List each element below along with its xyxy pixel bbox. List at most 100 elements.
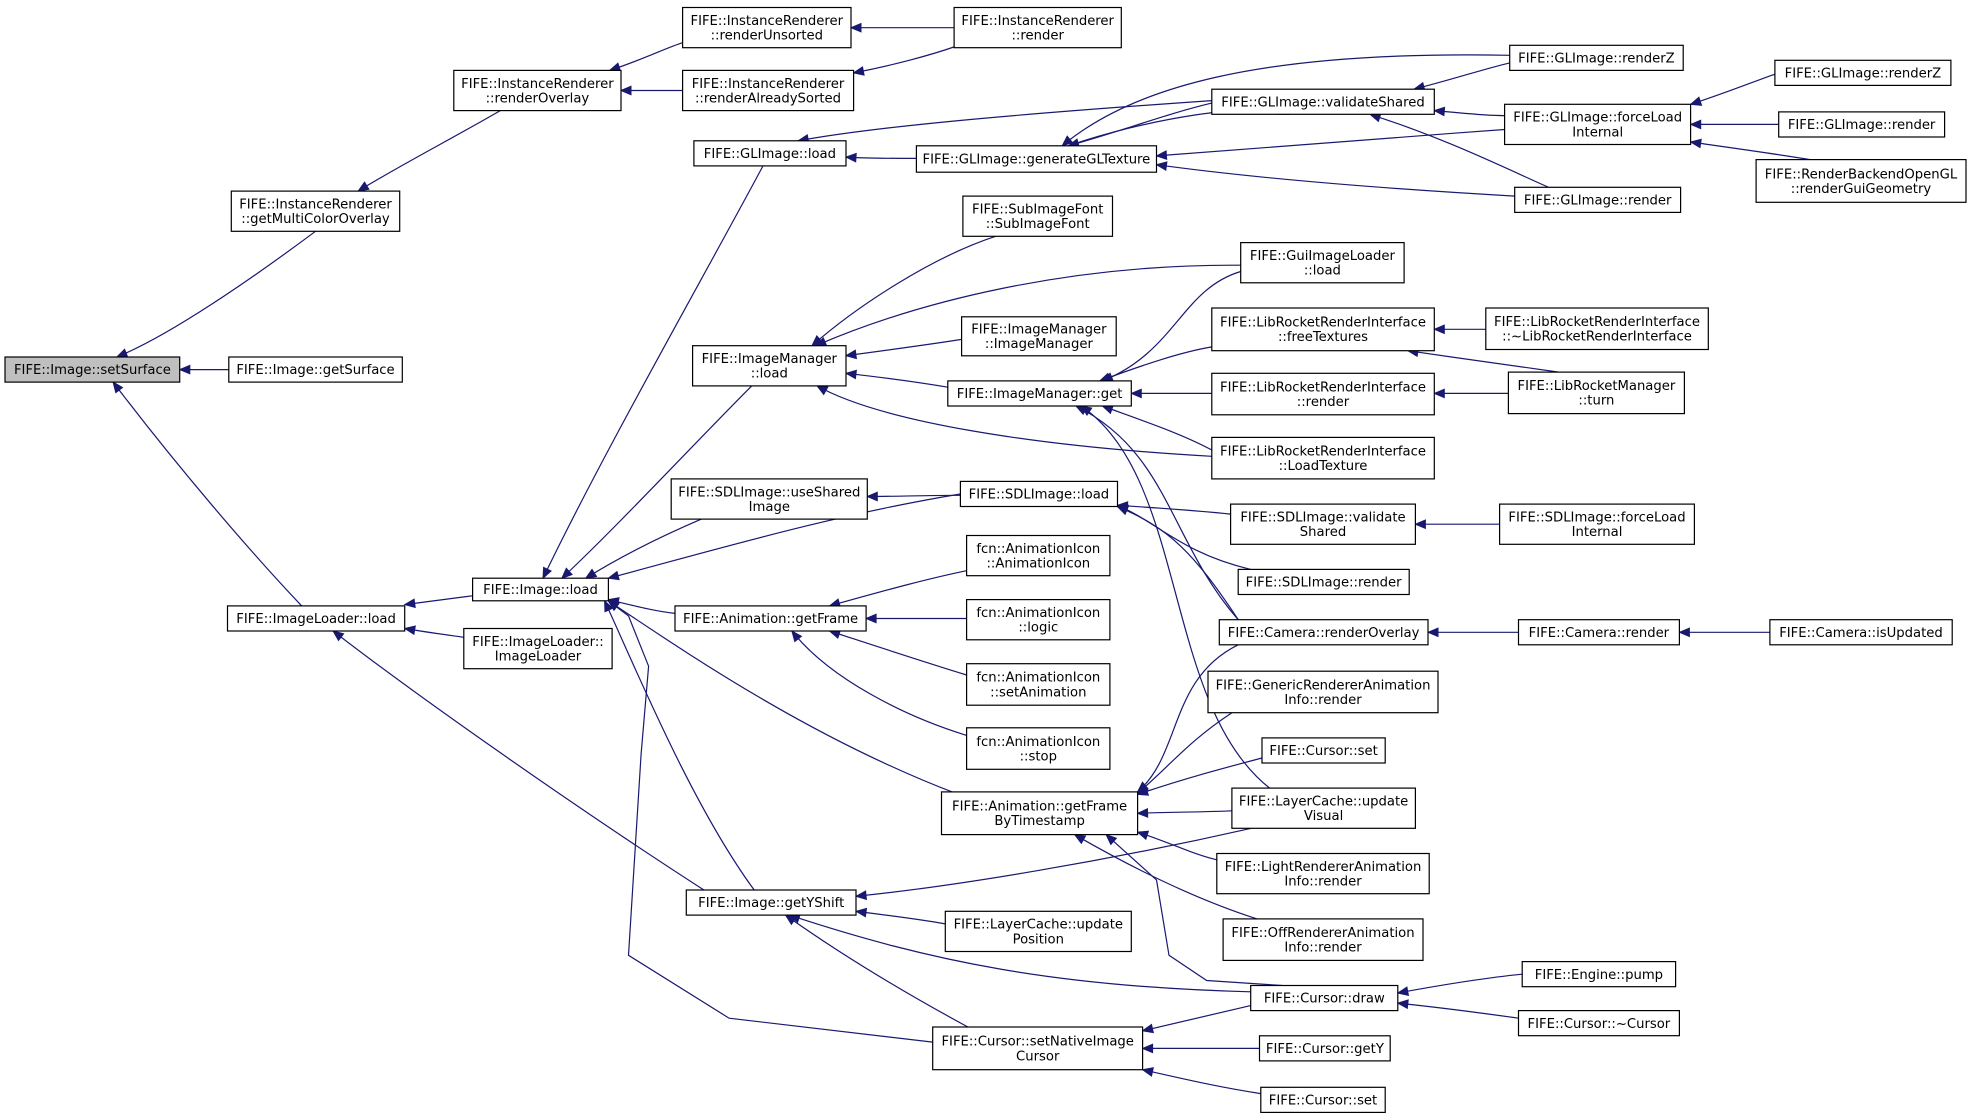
- node-label: ::renderGuiGeometry: [1791, 182, 1932, 197]
- node-Animation-getFrame[interactable]: FIFE::Animation::getFrame: [674, 605, 867, 632]
- node-box: [1207, 670, 1439, 714]
- node-box: [1774, 59, 1952, 86]
- edge-line: [816, 385, 1212, 457]
- node-label: Image: [749, 500, 790, 515]
- node-Cursor-getY[interactable]: FIFE::Cursor::getY: [1258, 1035, 1391, 1062]
- node-box: [1498, 503, 1695, 545]
- node-label: FIFE::LibRocketManager: [1517, 379, 1675, 394]
- node-AnimationIcon-logic[interactable]: fcn::AnimationIcon::logic: [965, 598, 1111, 641]
- node-label: FIFE::GLImage::load: [704, 147, 836, 162]
- node-label: ::render: [1297, 395, 1350, 410]
- node-ImageLoader-ctor[interactable]: FIFE::ImageLoader::ImageLoader: [463, 627, 613, 670]
- node-AnimationIcon-stop[interactable]: fcn::AnimationIcon::stop: [965, 727, 1111, 770]
- node-GLImage-render-2[interactable]: FIFE::GLImage::render: [1778, 111, 1946, 138]
- node-setSurface[interactable]: FIFE::Image::setSurface: [4, 356, 181, 383]
- node-Cursor-set-2[interactable]: FIFE::Cursor::set: [1260, 1086, 1386, 1114]
- node-Image-getYShift[interactable]: FIFE::Image::getYShift: [685, 889, 857, 916]
- node-GenericRendererAnimationInfo-render[interactable]: FIFE::GenericRendererAnimationInfo::rend…: [1207, 670, 1439, 714]
- node-RBOGL-renderGuiGeometry[interactable]: FIFE::RenderBackendOpenGL::renderGuiGeom…: [1755, 159, 1967, 203]
- node-label: FIFE::GLImage::render: [1524, 194, 1672, 209]
- arrowhead: [604, 599, 614, 613]
- edge-line: [1137, 712, 1233, 794]
- node-Cursor-dtor[interactable]: FIFE::Cursor::~Cursor: [1517, 1009, 1680, 1037]
- node-Engine-pump[interactable]: FIFE::Engine::pump: [1521, 960, 1677, 988]
- node-label: Info::render: [1284, 875, 1362, 890]
- node-label: FIFE::Cursor::~Cursor: [1528, 1017, 1671, 1032]
- node-label: Shared: [1300, 525, 1346, 540]
- node-AnimationIcon-ctor[interactable]: fcn::AnimationIcon::AnimationIcon: [965, 534, 1111, 577]
- node-Cursor-set-1[interactable]: FIFE::Cursor::set: [1261, 737, 1386, 764]
- node-GLImage-render-1[interactable]: FIFE::GLImage::render: [1514, 186, 1682, 214]
- node-LRRI-dtor[interactable]: FIFE::LibRocketRenderInterface::~LibRock…: [1485, 307, 1709, 351]
- node-getSurface[interactable]: FIFE::Image::getSurface: [228, 356, 403, 383]
- node-label: FIFE::GLImage::generateGLTexture: [923, 153, 1151, 168]
- node-label: FIFE::LayerCache::update: [1239, 795, 1408, 810]
- edge-line: [829, 570, 967, 607]
- node-box: [944, 910, 1132, 953]
- node-IR-renderUnsorted[interactable]: FIFE::InstanceRenderer::renderUnsorted: [681, 6, 852, 49]
- node-Camera-isUpdated[interactable]: FIFE::Camera::isUpdated: [1769, 619, 1953, 646]
- node-IR-renderAlreadySorted[interactable]: FIFE::InstanceRenderer::renderAlreadySor…: [681, 69, 855, 112]
- node-label: ::LoadTexture: [1279, 459, 1368, 474]
- call-edge-Cursor_getY-to-Cursor_setNativeImageCursor: [1141, 1043, 1260, 1054]
- node-GLImage-generateGLTexture[interactable]: FIFE::GLImage::generateGLTexture: [915, 145, 1158, 173]
- call-edge-Cursor_draw-to-Animation_getFrameByTimestamp: [1105, 833, 1283, 987]
- node-Camera-render[interactable]: FIFE::Camera::render: [1517, 619, 1680, 646]
- node-ImageManager-load[interactable]: FIFE::ImageManager::load: [691, 345, 847, 387]
- arrowhead: [1396, 986, 1410, 997]
- node-LibRocketManager-turn[interactable]: FIFE::LibRocketManager::turn: [1507, 371, 1686, 415]
- call-edge-Camera_renderOverlay-to-SDLImage_load: [1116, 505, 1239, 621]
- node-GLImage-load[interactable]: FIFE::GLImage::load: [693, 140, 847, 167]
- node-Camera-renderOverlay[interactable]: FIFE::Camera::renderOverlay: [1218, 619, 1429, 646]
- node-AnimationIcon-setAnimation[interactable]: fcn::AnimationIcon::setAnimation: [965, 663, 1111, 706]
- node-label: FIFE::ImageLoader::: [472, 635, 603, 650]
- node-box: [1258, 1035, 1391, 1062]
- edge-line: [1117, 506, 1239, 621]
- edge-line: [1117, 504, 1251, 570]
- node-GLImage-renderZ-2[interactable]: FIFE::GLImage::renderZ: [1774, 59, 1952, 86]
- arrowhead: [607, 570, 620, 581]
- node-LRRI-freeTextures[interactable]: FIFE::LibRocketRenderInterface::freeText…: [1211, 307, 1435, 352]
- node-label: FIFE::GenericRendererAnimation: [1216, 678, 1431, 693]
- node-IR-renderOverlay[interactable]: FIFE::InstanceRenderer::renderOverlay: [453, 69, 622, 112]
- call-edge-IR_renderUnsorted-to-IR_renderOverlay: [608, 42, 683, 72]
- call-edge-GLImage_renderZ_1-to-GLImage_validateShared: [1412, 62, 1510, 92]
- edge-line: [1117, 504, 1231, 515]
- node-ImageManager-get[interactable]: FIFE::ImageManager::get: [947, 380, 1132, 407]
- call-edge-GLImage_render_1-to-GLImage_generateGLTexture: [1155, 161, 1515, 197]
- node-GuiImageLoader-load[interactable]: FIFE::GuiImageLoader::load: [1240, 242, 1405, 284]
- node-GLImage-renderZ-1[interactable]: FIFE::GLImage::renderZ: [1509, 44, 1684, 71]
- arrowhead: [1073, 834, 1087, 845]
- node-ImageLoader-load[interactable]: FIFE::ImageLoader::load: [226, 605, 406, 632]
- node-GLImage-validateShared[interactable]: FIFE::GLImage::validateShared: [1211, 88, 1435, 115]
- edge-line: [1156, 164, 1515, 197]
- node-label: ::logic: [1018, 621, 1058, 636]
- call-edge-SDLImage_useSharedImage-to-Image_load: [584, 518, 702, 579]
- node-Image-load[interactable]: FIFE::Image::load: [472, 577, 610, 602]
- node-ImageManager-ctor[interactable]: FIFE::ImageManager::ImageManager: [960, 316, 1117, 357]
- node-SDLImage-render[interactable]: FIFE::SDLImage::render: [1237, 568, 1410, 596]
- arrowhead: [357, 181, 370, 192]
- node-SDLImage-load[interactable]: FIFE::SDLImage::load: [959, 480, 1119, 508]
- node-LRRI-LoadTexture[interactable]: FIFE::LibRocketRenderInterface::LoadText…: [1211, 436, 1435, 480]
- node-SubImageFont[interactable]: FIFE::SubImageFont::SubImageFont: [962, 195, 1114, 237]
- node-LRRI-render[interactable]: FIFE::LibRocketRenderInterface::render: [1211, 372, 1435, 416]
- node-Cursor-draw[interactable]: FIFE::Cursor::draw: [1250, 984, 1399, 1012]
- node-label: ::AnimationIcon: [986, 557, 1090, 572]
- node-label: ::render: [1011, 29, 1064, 44]
- node-IR-render[interactable]: FIFE::InstanceRenderer::render: [953, 6, 1122, 49]
- node-getMultiColorOverlay[interactable]: FIFE::InstanceRenderer::getMultiColorOve…: [230, 190, 401, 232]
- arrowhead: [1101, 404, 1114, 415]
- call-edge-LRRI_render-to-ImageManager_get: [1130, 388, 1212, 399]
- node-label: ::renderOverlay: [486, 91, 590, 106]
- node-SDLImage-validateShared[interactable]: FIFE::SDLImage::validateShared: [1229, 503, 1416, 545]
